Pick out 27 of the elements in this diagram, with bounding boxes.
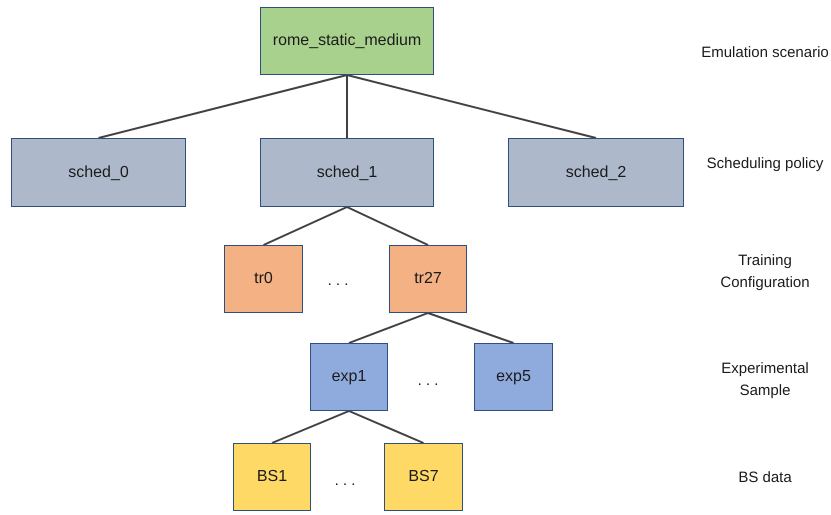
- connector-line: [272, 410, 350, 444]
- connector-line: [348, 410, 424, 444]
- node-box: exp5: [474, 343, 553, 411]
- node-box: sched_1: [260, 138, 434, 207]
- connector-line: [263, 206, 348, 246]
- connector-line: [346, 75, 348, 138]
- level-label: Scheduling policy: [706, 154, 824, 174]
- level-label: Training Configuration: [719, 251, 811, 293]
- level-label: Experimental Sample: [720, 359, 810, 401]
- node-box: tr0: [224, 245, 303, 313]
- node-box: sched_2: [508, 138, 684, 207]
- connector-line: [346, 206, 428, 246]
- connector-line: [98, 74, 348, 139]
- connector-line: [428, 312, 514, 344]
- node-box: BS7: [384, 443, 463, 511]
- level-label: . . .: [334, 471, 356, 491]
- level-label: . . .: [326, 271, 350, 291]
- level-label: Emulation scenario: [700, 43, 830, 63]
- node-box: BS1: [233, 443, 311, 511]
- node-box: tr27: [389, 245, 467, 313]
- node-box: rome_static_medium: [260, 7, 434, 75]
- level-label: . . .: [416, 371, 440, 391]
- level-label: BS data: [737, 468, 793, 488]
- connector-line: [346, 74, 596, 139]
- node-box: sched_0: [11, 138, 186, 207]
- connector-line: [348, 312, 428, 344]
- node-box: exp1: [310, 343, 388, 411]
